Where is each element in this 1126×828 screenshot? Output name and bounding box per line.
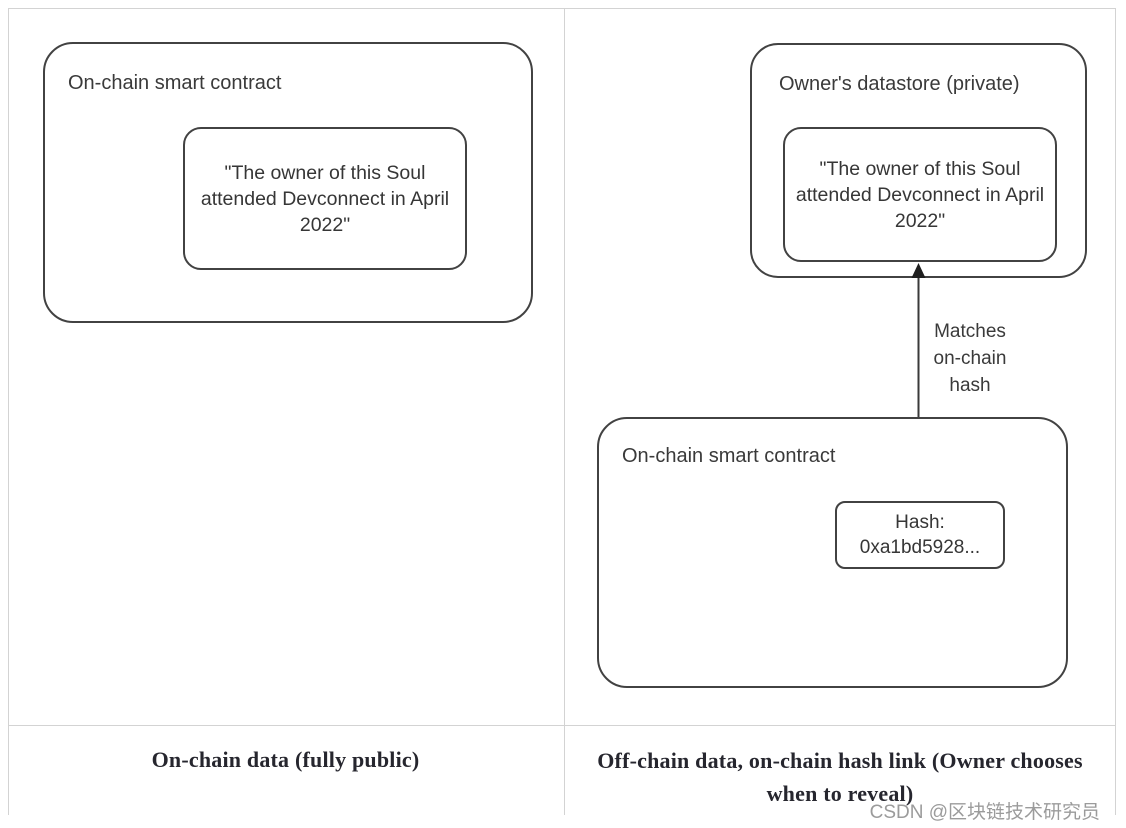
caption-row-divider xyxy=(9,725,1115,726)
right-claim-box: "The owner of this Soul attended Devconn… xyxy=(783,127,1057,262)
hash-box: Hash: 0xa1bd5928... xyxy=(835,501,1005,569)
right-claim-text: "The owner of this Soul attended Devconn… xyxy=(795,157,1045,232)
hash-text: Hash: 0xa1bd5928... xyxy=(859,512,981,558)
left-claim-text: "The owner of this Soul attended Devconn… xyxy=(200,161,450,236)
column-divider xyxy=(564,9,565,815)
left-column-caption: On-chain data (fully public) xyxy=(151,747,420,772)
comparison-table-frame xyxy=(8,8,1116,815)
right-column-caption: Off-chain data, on-chain hash link (Owne… xyxy=(597,748,1083,806)
left-onchain-contract-label: On-chain smart contract xyxy=(68,72,282,94)
right-onchain-contract-label: On-chain smart contract xyxy=(622,445,836,467)
matches-onchain-hash-label: Matches on-chain hash xyxy=(933,321,1007,396)
left-claim-box: "The owner of this Soul attended Devconn… xyxy=(183,127,467,270)
csdn-watermark: CSDN @区块链技术研究员 xyxy=(869,802,1100,823)
owners-datastore-label: Owner's datastore (private) xyxy=(779,73,1020,95)
